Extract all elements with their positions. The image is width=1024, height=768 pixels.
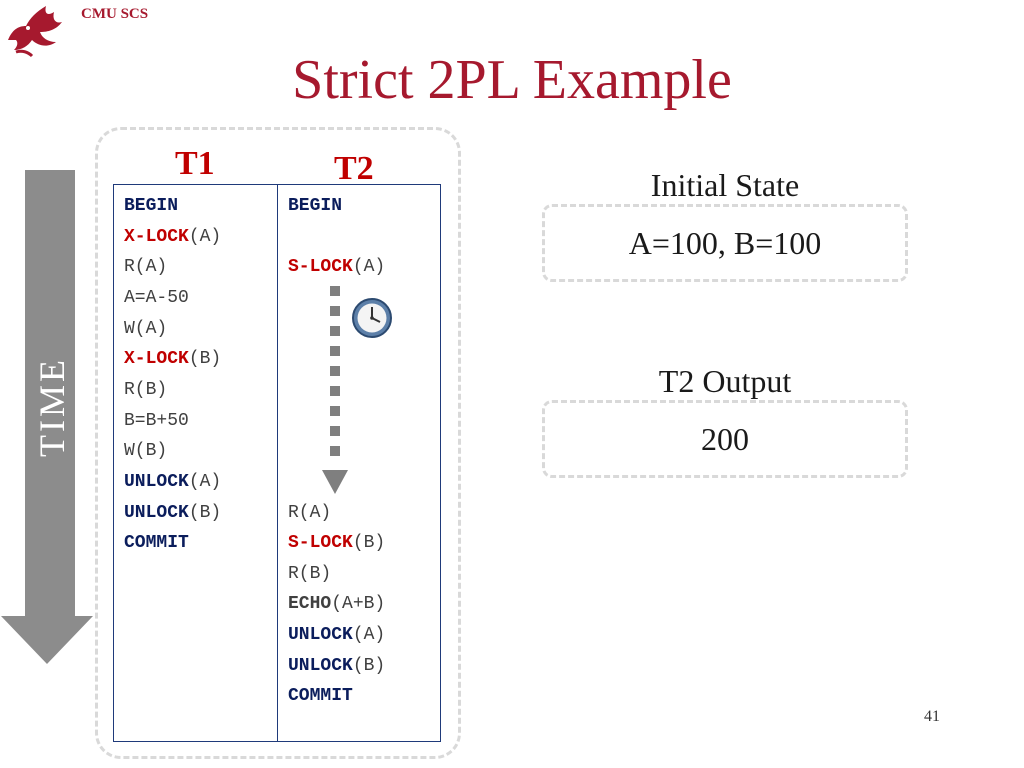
t2-code-line: R(A) [288,498,331,529]
code-argument: (B) [188,502,222,523]
t2-output-box: 200 [542,400,908,478]
code-keyword: UNLOCK [124,502,189,523]
code-argument: (B) [352,655,386,676]
t1-code-line: UNLOCK(B) [124,498,221,529]
t1-code-line: X-LOCK(B) [124,344,221,375]
code-keyword: UNLOCK [288,655,353,676]
t1-code-line: UNLOCK(A) [124,467,221,498]
t2-code-line: BEGIN [288,191,342,222]
code-keyword: BEGIN [288,196,343,216]
code-argument: R(B) [124,379,168,400]
code-argument: R(B) [288,563,332,584]
code-keyword: COMMIT [288,686,353,707]
code-keyword: S-LOCK [288,257,353,278]
code-argument: W(B) [124,441,168,462]
t2-header: T2 [334,150,374,187]
t2-code-line: R(B) [288,559,331,590]
t1-code-line: COMMIT [124,528,189,559]
t2-code-line: COMMIT [288,681,353,712]
code-argument: R(A) [124,257,168,278]
schedule-frame [95,127,461,759]
code-keyword: UNLOCK [288,625,353,646]
code-keyword: X-LOCK [124,349,189,370]
code-argument: B=B+50 [124,410,189,431]
code-keyword: COMMIT [124,533,189,554]
code-argument: (A) [352,625,386,646]
t1-header: T1 [175,145,215,182]
t1-code-line: BEGIN [124,191,178,222]
slide-title: Strict 2PL Example [292,49,732,111]
t1-code-line: R(B) [124,375,167,406]
t2-code-line: UNLOCK(A) [288,620,385,651]
time-arrow [1,170,93,664]
t2-code-line: UNLOCK(B) [288,651,385,682]
t2-code-line: ECHO(A+B) [288,589,385,620]
initial-state-label: Initial State [650,167,800,203]
code-argument: A=A-50 [124,287,189,308]
initial-state-box: A=100, B=100 [542,204,908,282]
code-keyword: X-LOCK [124,226,189,247]
time-label: TIME [32,357,72,457]
t1-code-line: A=A-50 [124,283,189,314]
t2-output-label: T2 Output [658,363,792,399]
t2-code-line: S-LOCK(B) [288,528,385,559]
code-keyword: BEGIN [124,196,179,216]
t1-code-line: X-LOCK(A) [124,222,221,253]
org-name: CMU SCS [81,6,149,22]
t1-code-line: B=B+50 [124,406,189,437]
code-argument: (B) [188,349,222,370]
code-argument: (B) [352,533,386,554]
schedule-table [113,184,441,742]
t1-code-line: R(A) [124,252,167,283]
code-argument: (A) [188,471,222,492]
column-divider [277,185,278,741]
code-argument: (A+B) [331,594,386,615]
wait-arrow [322,286,348,494]
t1-code-line: W(A) [124,314,167,345]
code-keyword: ECHO [288,594,332,615]
code-keyword: UNLOCK [124,471,189,492]
code-keyword: S-LOCK [288,533,353,554]
dragon-logo-icon [8,6,62,58]
code-argument: R(A) [288,502,332,523]
page-number: 41 [924,708,940,725]
code-argument: (A) [188,226,222,247]
code-argument: W(A) [124,318,168,339]
t1-code-line: W(B) [124,436,167,467]
clock-icon [352,298,392,338]
t2-code-line: S-LOCK(A) [288,252,385,283]
code-argument: (A) [352,257,386,278]
